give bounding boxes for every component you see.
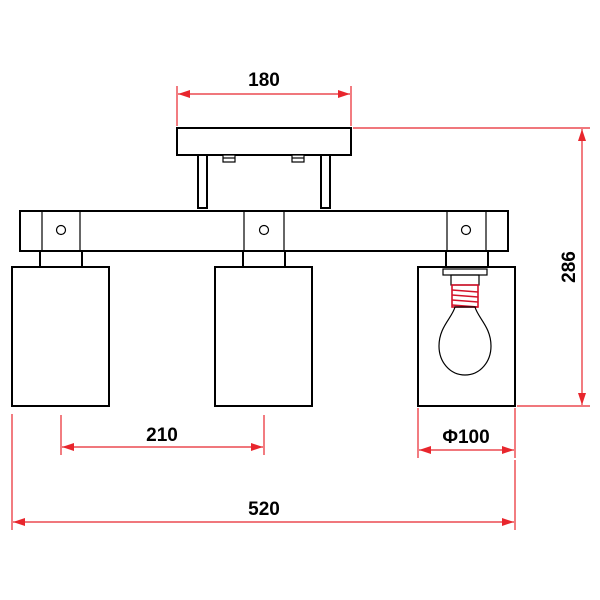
bar-screw-center <box>258 224 270 236</box>
bulb <box>438 268 492 376</box>
holder-neck-center <box>242 250 286 268</box>
shade-diameter-label: Φ100 <box>442 427 489 448</box>
holder-neck-left <box>39 250 83 268</box>
dimension-overall-height: 286 <box>353 127 590 407</box>
canopy-width-label: 180 <box>248 70 280 91</box>
ceiling-canopy <box>176 127 352 156</box>
lamp-body <box>11 127 516 407</box>
shade-right <box>417 266 516 407</box>
dimension-shade-diameter: Φ100 <box>417 408 516 458</box>
dimension-spot-spacing: 210 <box>60 415 265 455</box>
dimension-overall-width: 520 <box>11 414 516 530</box>
shade-left <box>11 266 110 407</box>
shade-center <box>214 266 313 407</box>
overall-height-label: 286 <box>559 251 580 283</box>
overall-width-label: 520 <box>248 499 280 520</box>
spot-spacing-label: 210 <box>146 425 178 446</box>
holder-neck-right <box>445 250 489 268</box>
bar-screw-left <box>55 224 67 236</box>
dimension-canopy-width: 180 <box>176 70 352 126</box>
support-post-right <box>320 154 331 209</box>
horizontal-bar <box>19 210 509 252</box>
bar-screw-right <box>460 224 472 236</box>
bulb-glass <box>438 306 492 376</box>
support-post-left <box>197 154 208 209</box>
